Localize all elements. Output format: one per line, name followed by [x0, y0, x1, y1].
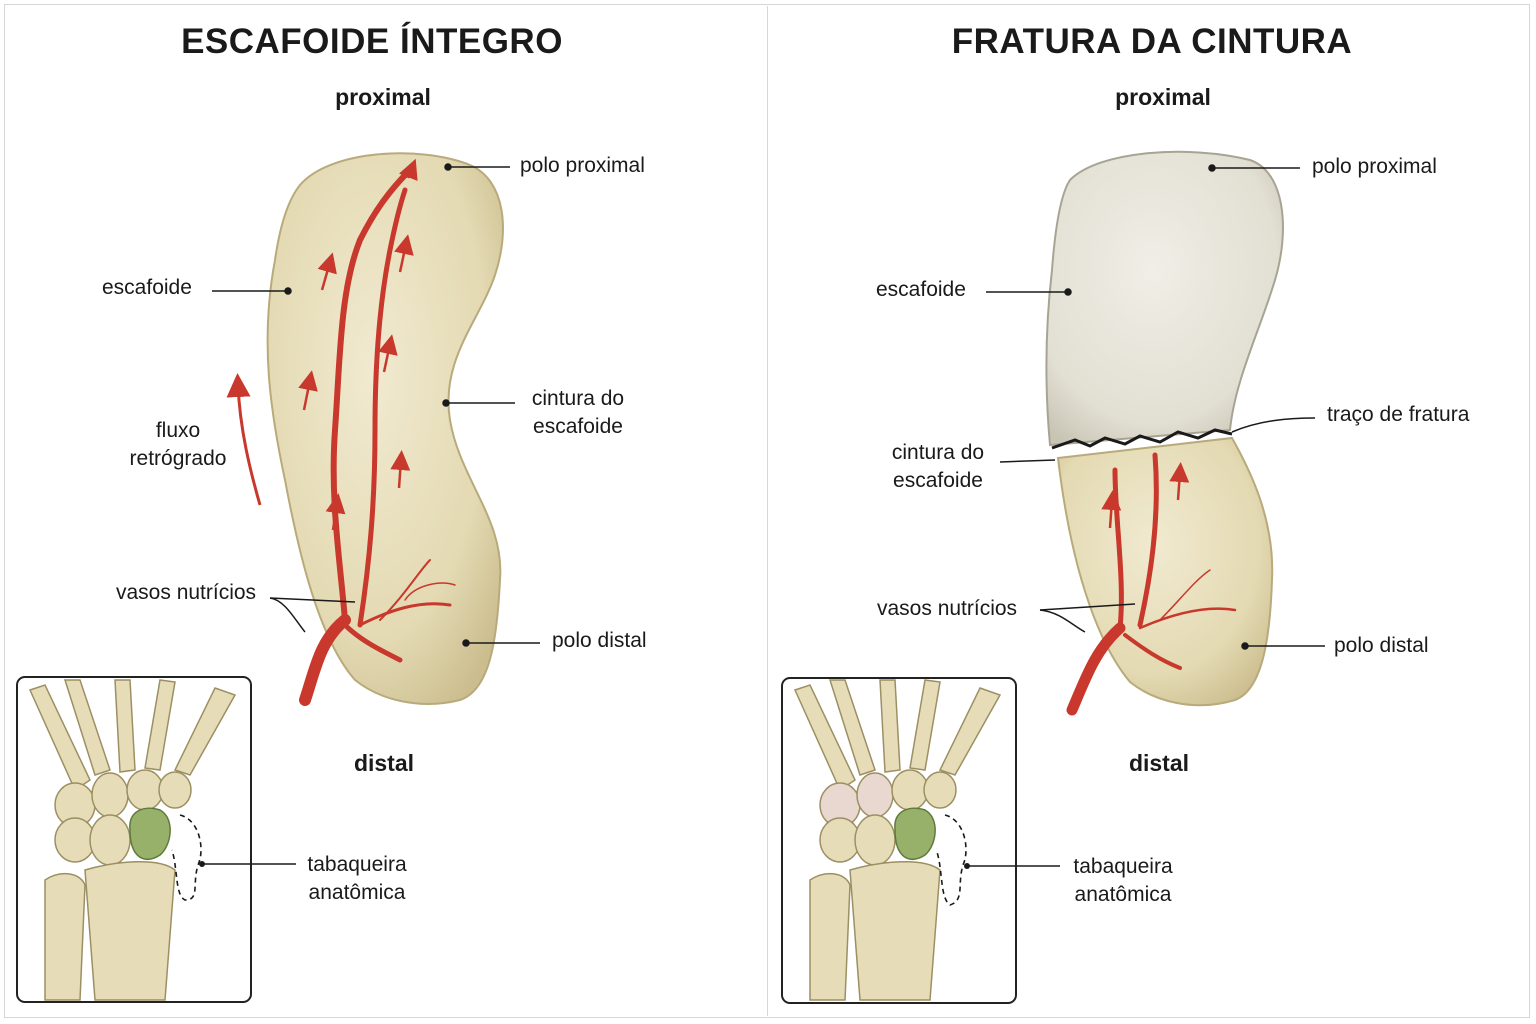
right-tabaqueira-line1: tabaqueira [1073, 855, 1173, 878]
right-cintura-line2: escafoide [893, 469, 983, 492]
right-escafoide-label: escafoide [876, 278, 966, 301]
left-panel-title: ESCAFOIDE ÍNTEGRO [181, 22, 563, 61]
highlighted-scaphoid [129, 807, 171, 860]
left-tabaqueira-label: tabaqueira anatômica [298, 851, 416, 907]
highlighted-scaphoid [894, 807, 936, 860]
right-polo-distal-label: polo distal [1334, 634, 1429, 657]
leader-lines-left [212, 163, 540, 647]
retrograde-flow-arrow [226, 373, 262, 506]
left-tabaqueira-line2: anatômica [308, 881, 406, 904]
fluxo-line2: retrógrado [129, 447, 227, 470]
wrist-inset-left [16, 676, 296, 1003]
left-polo-distal-label: polo distal [552, 629, 647, 652]
panel-divider [767, 6, 768, 1016]
left-distal-label: distal [353, 750, 415, 776]
left-cintura-line2: escafoide [533, 415, 623, 438]
nutrient-vessels-right [1066, 452, 1237, 716]
right-distal-label: distal [1128, 750, 1190, 776]
nutrient-vessels-left [299, 167, 456, 706]
proximal-fragment [1045, 150, 1284, 447]
flow-arrows-right [1101, 462, 1190, 529]
left-tabaqueira-line1: tabaqueira [307, 853, 407, 876]
wrist-inset-right [781, 677, 1060, 1004]
right-tabaqueira-line2: anatômica [1074, 883, 1172, 906]
left-cintura-line1: cintura do [531, 387, 625, 410]
left-cintura-label: cintura do escafoide [520, 385, 636, 441]
right-cintura-label: cintura do escafoide [880, 439, 996, 495]
flow-arrows-left [298, 158, 418, 531]
intact-scaphoid [266, 152, 504, 705]
right-panel-title: FRATURA DA CINTURA [951, 22, 1353, 61]
left-escafoide-label: escafoide [102, 276, 192, 299]
retrograde-flow-label: fluxo retrógrado [118, 417, 238, 473]
right-polo-proximal-label: polo proximal [1312, 155, 1437, 178]
fracture-line-label: traço de fratura [1327, 403, 1470, 426]
fracture-line [1051, 428, 1233, 450]
right-cintura-line1: cintura do [891, 441, 985, 464]
left-polo-proximal-label: polo proximal [520, 154, 645, 177]
leader-lines-right [986, 164, 1325, 650]
right-tabaqueira-label: tabaqueira anatômica [1064, 853, 1182, 909]
figure-frame [4, 4, 1530, 1018]
right-vasos-label: vasos nutrícios [877, 597, 1018, 620]
left-vasos-label: vasos nutrícios [116, 581, 257, 604]
fluxo-line1: fluxo [155, 419, 201, 442]
left-proximal-label: proximal [335, 84, 431, 110]
right-proximal-label: proximal [1115, 84, 1211, 110]
